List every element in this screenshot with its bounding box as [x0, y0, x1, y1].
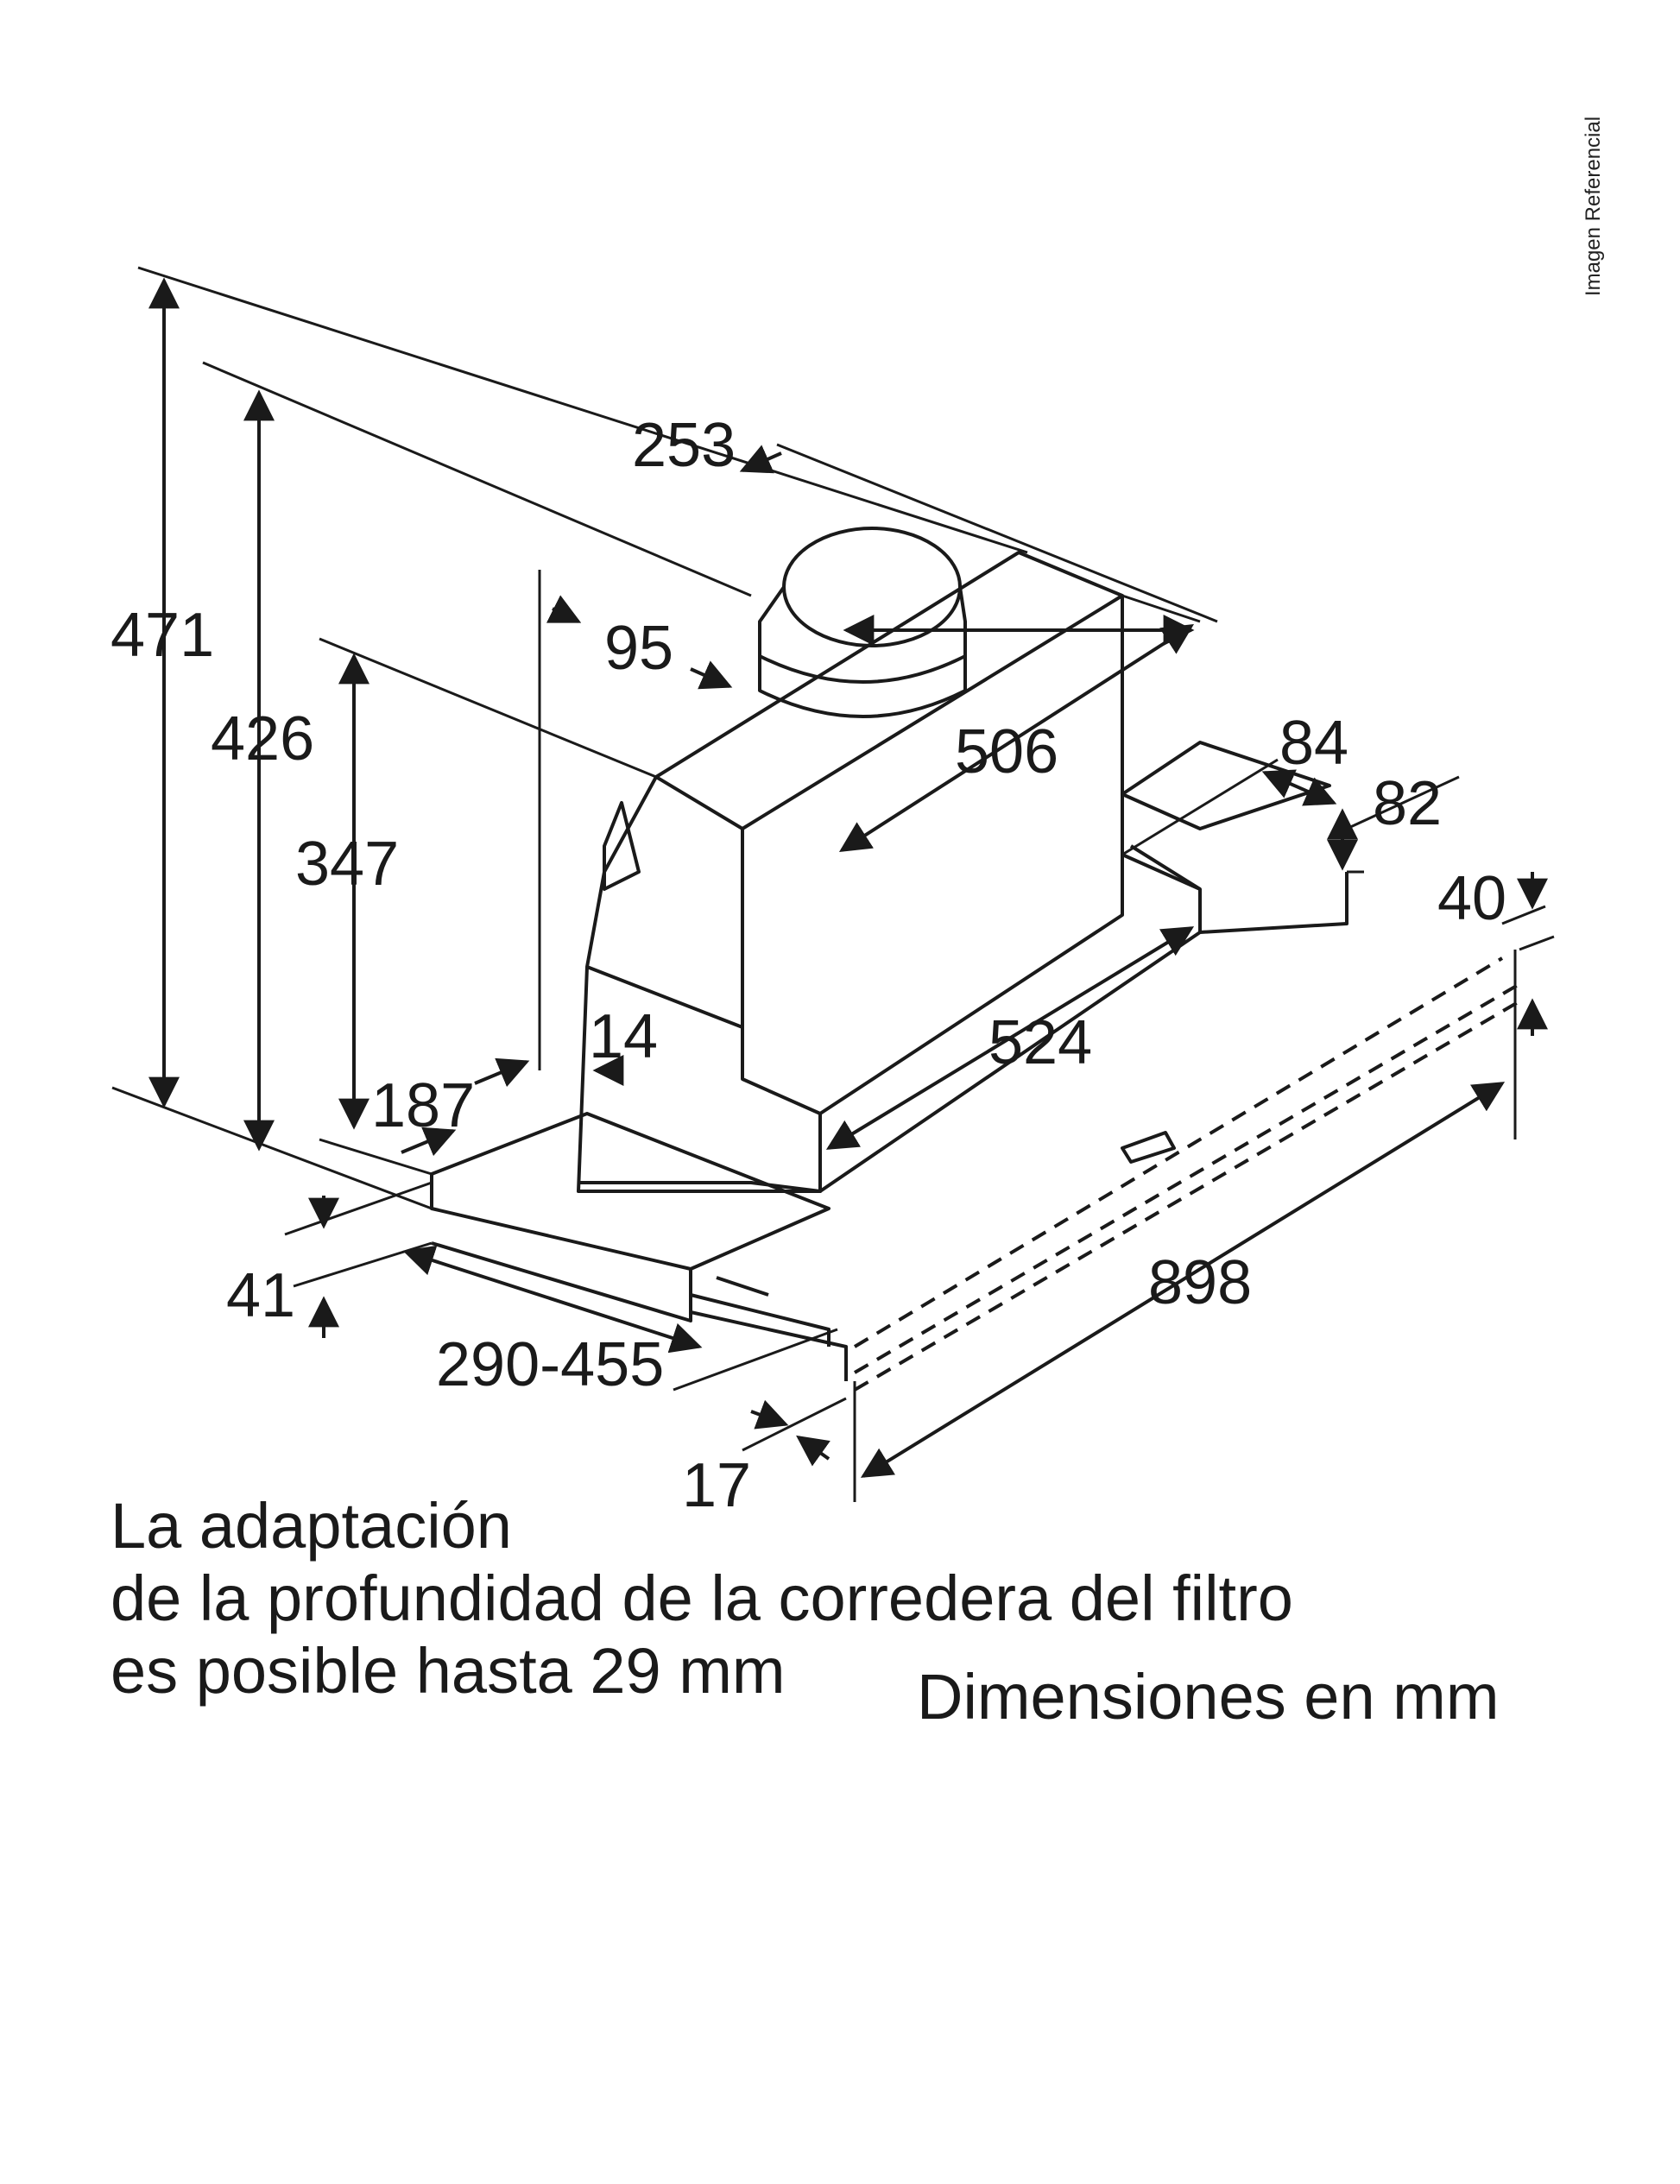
note-line-1: La adaptación: [111, 1490, 512, 1562]
cooker-panel-extension: [853, 956, 1521, 1392]
note-line-2: de la profundidad de la corredera del fi…: [111, 1562, 1293, 1634]
dimension-41: 41: [226, 1261, 295, 1330]
dimension-14: 14: [589, 1002, 658, 1071]
dimension-471: 471: [111, 601, 214, 670]
dimension-347: 347: [295, 830, 399, 899]
dimension-95: 95: [604, 614, 673, 683]
units-note: Dimensiones en mm: [917, 1661, 1500, 1733]
dimension-17: 17: [682, 1451, 751, 1520]
dimension-898: 898: [1148, 1248, 1252, 1317]
dimension-40: 40: [1437, 864, 1506, 933]
dimension-187: 187: [371, 1071, 475, 1140]
dimension-arrows: [148, 277, 1548, 1478]
dimension-426: 426: [211, 704, 314, 773]
note-line-3: es posible hasta 29 mm: [111, 1635, 786, 1707]
dimension-290-455: 290-455: [436, 1330, 664, 1399]
dimension-lines: [111, 266, 1555, 1502]
dimension-506: 506: [955, 717, 1058, 786]
dimension-82: 82: [1373, 769, 1442, 838]
dimension-84: 84: [1279, 709, 1348, 778]
dimension-524: 524: [988, 1008, 1092, 1077]
dimension-253: 253: [632, 411, 736, 480]
